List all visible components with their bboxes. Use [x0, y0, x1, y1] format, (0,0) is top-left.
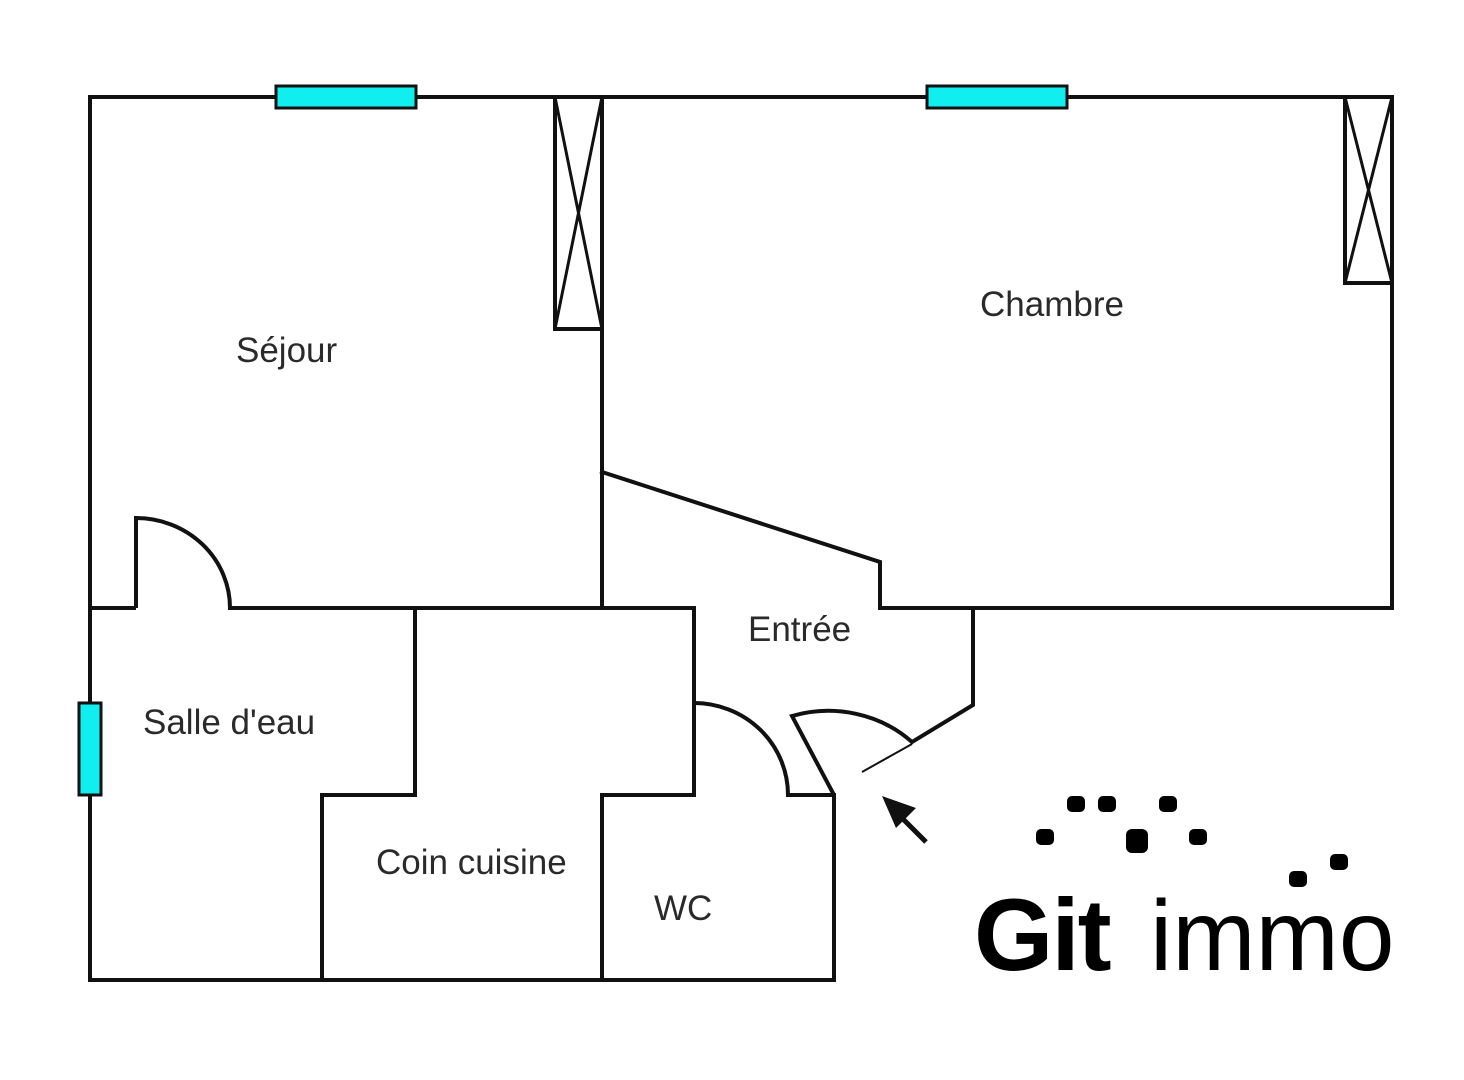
window-sejour	[274, 84, 418, 110]
room-label-sejour: Séjour	[236, 331, 338, 370]
closet-sejour	[553, 95, 604, 331]
dots-pattern-icon	[1036, 796, 1348, 887]
closets	[553, 95, 1394, 331]
door-wc	[693, 701, 834, 797]
doors	[134, 515, 914, 797]
door-salle-deau	[134, 515, 232, 609]
wall-chambre-entree	[599, 469, 1394, 610]
window-salle-deau	[77, 701, 103, 797]
windows	[77, 84, 1069, 797]
logo-brand-bold: Git	[974, 878, 1111, 992]
walls	[88, 95, 1394, 982]
room-label-chambre: Chambre	[980, 285, 1124, 324]
wall-sde-cuisine	[320, 606, 417, 982]
logo-brand-light: immo	[1150, 880, 1394, 992]
closet-chambre	[1343, 95, 1394, 285]
window-chambre	[925, 84, 1069, 110]
arrow-icon	[882, 796, 928, 844]
door-entree	[789, 708, 914, 796]
room-label-wc: WC	[654, 889, 712, 928]
wall-entree-right	[909, 606, 975, 745]
door-entree-threshold	[861, 743, 913, 773]
room-label-entree: Entrée	[748, 610, 851, 649]
logo: Git immo	[974, 796, 1394, 992]
room-label-salle-deau: Salle d'eau	[143, 703, 315, 742]
room-label-coin-cuisine: Coin cuisine	[376, 843, 567, 882]
